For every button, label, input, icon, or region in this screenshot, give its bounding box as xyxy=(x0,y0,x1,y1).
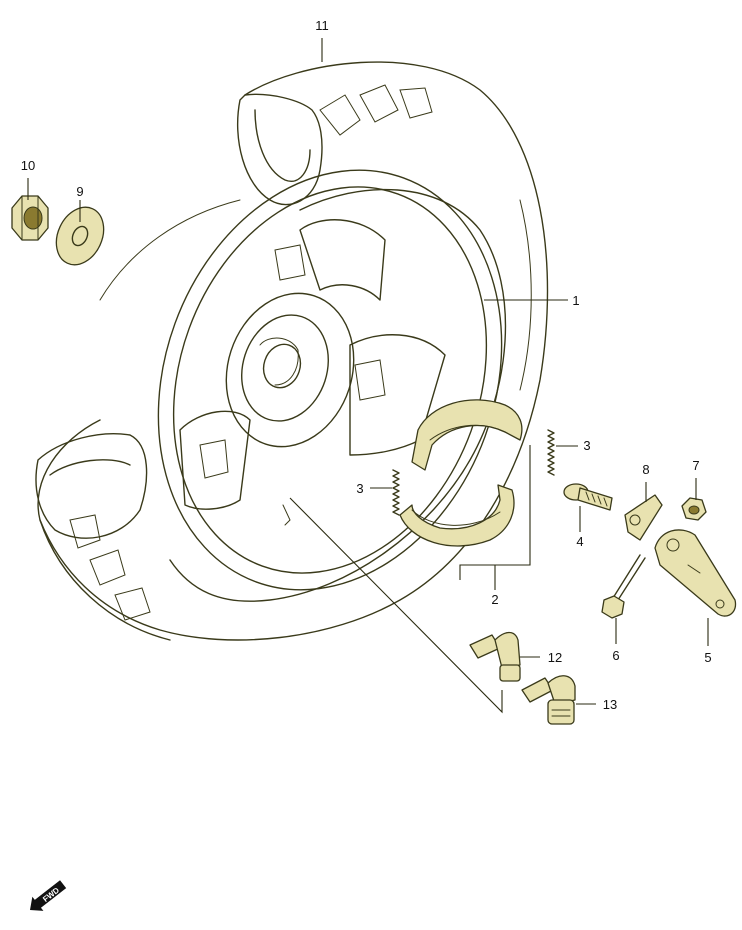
callout-8: 8 xyxy=(642,462,649,477)
rim xyxy=(157,169,503,591)
callout-13: 13 xyxy=(603,697,617,712)
spring-left xyxy=(392,469,400,516)
callout-9: 9 xyxy=(76,184,83,199)
axle-nut xyxy=(11,195,49,241)
washer xyxy=(55,206,105,266)
callout-6: 6 xyxy=(612,648,619,663)
valve-13 xyxy=(521,675,576,725)
callout-5: 5 xyxy=(704,650,711,665)
cam-lever-nut xyxy=(681,497,707,521)
callout-3-left: 3 xyxy=(356,481,363,496)
lever-bolt xyxy=(601,554,646,619)
callout-2: 2 xyxy=(491,592,498,607)
callouts: 11 10 9 1 3 3 4 8 7 2 6 5 12 13 xyxy=(21,18,712,712)
brake-cam-lever xyxy=(654,529,737,617)
callout-3-right: 3 xyxy=(583,438,590,453)
callout-11: 11 xyxy=(315,18,329,33)
brake-camshaft xyxy=(563,483,613,511)
callout-12: 12 xyxy=(548,650,562,665)
wear-indicator-plate xyxy=(624,494,663,541)
leader-lines xyxy=(27,38,709,714)
callout-7: 7 xyxy=(692,458,699,473)
brake-shoe-lower xyxy=(399,484,515,547)
callout-1: 1 xyxy=(572,293,579,308)
spring-right xyxy=(547,429,555,476)
fwd-arrow-badge: FWD xyxy=(30,880,67,911)
callout-10: 10 xyxy=(21,158,35,173)
brake-shoe-upper xyxy=(411,399,523,471)
tire xyxy=(35,61,549,641)
callout-4: 4 xyxy=(576,534,583,549)
valve-12 xyxy=(469,631,521,682)
